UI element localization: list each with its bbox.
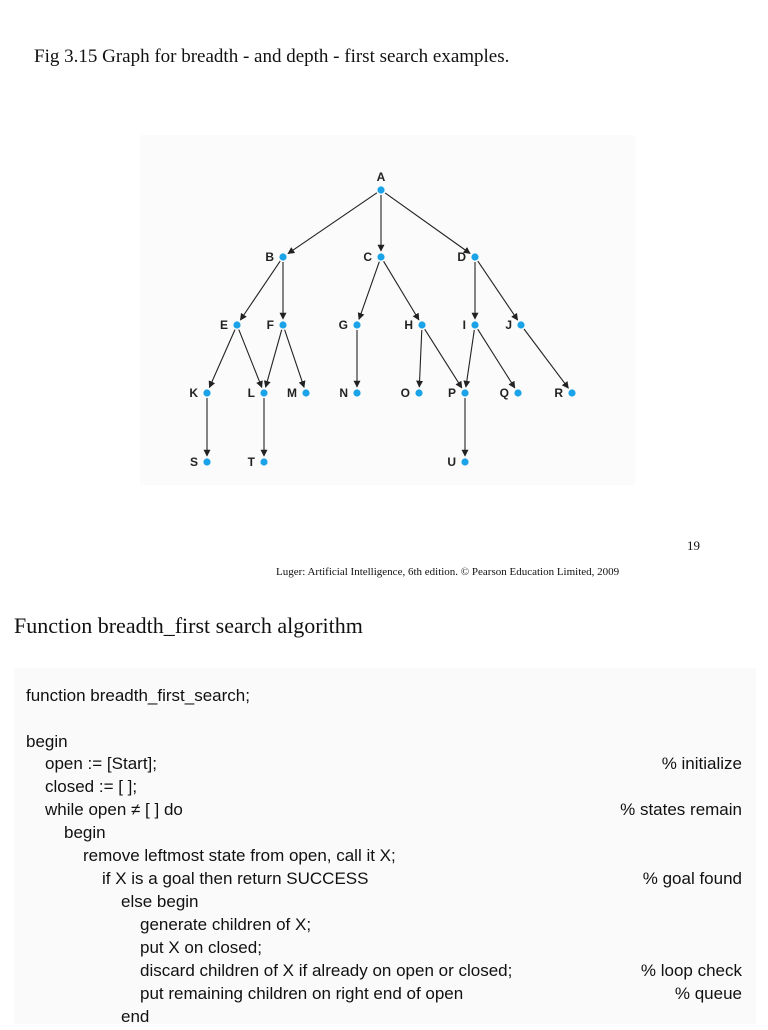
node-g <box>353 321 361 329</box>
node-label-m: M <box>287 386 297 400</box>
node-label-e: E <box>220 318 228 332</box>
edge-i-q <box>477 328 516 389</box>
node-e <box>233 321 241 329</box>
node-label-i: I <box>463 318 466 332</box>
code-comment: % initialize <box>661 754 742 773</box>
edge-e-k <box>208 329 236 389</box>
edge-j-r <box>523 328 569 389</box>
node-p <box>461 389 469 397</box>
node-s <box>203 458 211 466</box>
code-line: discard children of X if already on open… <box>14 961 756 984</box>
node-m <box>302 389 310 397</box>
code-statement: else begin <box>121 892 199 911</box>
code-line: else begin <box>14 892 756 915</box>
code-statement: if X is a goal then return SUCCESS <box>102 869 369 888</box>
node-h <box>418 321 426 329</box>
code-statement: begin <box>64 823 106 842</box>
node-r <box>568 389 576 397</box>
code-statement: while open ≠ [ ] do <box>45 800 183 819</box>
node-a <box>377 186 385 194</box>
code-line: function breadth_first_search; <box>14 686 756 709</box>
code-statement: open := [Start]; <box>45 754 157 773</box>
edge-a-d <box>384 192 471 254</box>
node-u <box>461 458 469 466</box>
node-label-r: R <box>554 386 563 400</box>
edge-b-e <box>239 260 281 321</box>
code-comment: % goal found <box>642 869 742 888</box>
node-n <box>353 389 361 397</box>
node-o <box>415 389 423 397</box>
code-statement: discard children of X if already on open… <box>140 961 513 980</box>
node-label-d: D <box>457 250 466 264</box>
edge-i-p <box>463 329 475 388</box>
code-line: while open ≠ [ ] do % states remain <box>14 800 756 823</box>
node-label-n: N <box>339 386 348 400</box>
edge-e-l <box>238 329 263 389</box>
code-statement: function breadth_first_search; <box>26 686 250 705</box>
node-label-l: L <box>248 386 255 400</box>
code-statement: end <box>121 1007 150 1026</box>
node-c <box>377 253 385 261</box>
code-statement: closed := [ ]; <box>45 777 138 796</box>
node-label-q: Q <box>500 386 509 400</box>
edge-f-m <box>284 329 306 388</box>
code-line <box>14 709 756 732</box>
node-label-c: C <box>363 250 372 264</box>
edge-d-j <box>477 260 519 321</box>
node-label-t: T <box>248 455 256 469</box>
node-label-a: A <box>377 170 386 184</box>
edge-h-p <box>424 328 463 389</box>
node-label-g: G <box>339 318 348 332</box>
code-line: begin <box>14 823 756 846</box>
node-label-u: U <box>447 455 456 469</box>
code-line: closed := [ ]; <box>14 777 756 800</box>
edge-a-b <box>287 192 378 255</box>
code-statement: put remaining children on right end of o… <box>140 984 464 1003</box>
code-comment: % loop check <box>640 961 742 980</box>
node-label-s: S <box>190 455 198 469</box>
node-label-p: P <box>448 386 456 400</box>
code-line: begin <box>14 732 756 755</box>
node-f <box>279 321 287 329</box>
section-title: Function breadth_first search algorithm <box>14 613 363 638</box>
node-j <box>517 321 525 329</box>
edge-c-h <box>383 261 420 321</box>
node-i <box>471 321 479 329</box>
node-label-j: J <box>505 318 512 332</box>
page-number: 19 <box>687 538 700 553</box>
code-line: if X is a goal then return SUCCESS % goal… <box>14 869 756 892</box>
search-graph: A B C D E F G H I J K L M N O P Q R S T U <box>189 170 576 469</box>
edge-c-g <box>357 261 380 320</box>
code-line: put remaining children on right end of o… <box>14 984 756 1007</box>
code-comment: % states remain <box>620 800 742 819</box>
code-comment: % queue <box>674 984 742 1003</box>
node-l <box>260 389 268 397</box>
figure-caption: Fig 3.15 Graph for breadth - and depth -… <box>34 46 510 67</box>
code-line: open := [Start]; % initialize <box>14 754 756 777</box>
code-line: end <box>14 1007 756 1030</box>
node-label-h: H <box>404 318 413 332</box>
edge-h-o <box>416 329 424 388</box>
citation: Luger: Artificial Intelligence, 6th edit… <box>276 566 620 578</box>
search-graph-figure: A B C D E F G H I J K L M N O P Q R S T U <box>140 135 635 485</box>
node-label-b: B <box>265 250 274 264</box>
code-line: put X on closed; <box>14 938 756 961</box>
pseudocode-block: function breadth_first_search;begin open … <box>14 668 756 1026</box>
node-label-k: K <box>189 386 198 400</box>
node-q <box>514 389 522 397</box>
node-label-f: F <box>267 318 274 332</box>
node-d <box>471 253 479 261</box>
node-label-o: O <box>401 386 410 400</box>
node-k <box>203 389 211 397</box>
code-line: generate children of X; <box>14 915 756 938</box>
code-statement: generate children of X; <box>140 915 312 934</box>
node-b <box>279 253 287 261</box>
node-t <box>260 458 268 466</box>
edge-f-l <box>263 329 283 388</box>
code-statement: remove leftmost state from open, call it… <box>83 846 396 865</box>
code-statement: put X on closed; <box>140 938 262 957</box>
code-line: remove leftmost state from open, call it… <box>14 846 756 869</box>
code-statement: begin <box>26 732 68 751</box>
